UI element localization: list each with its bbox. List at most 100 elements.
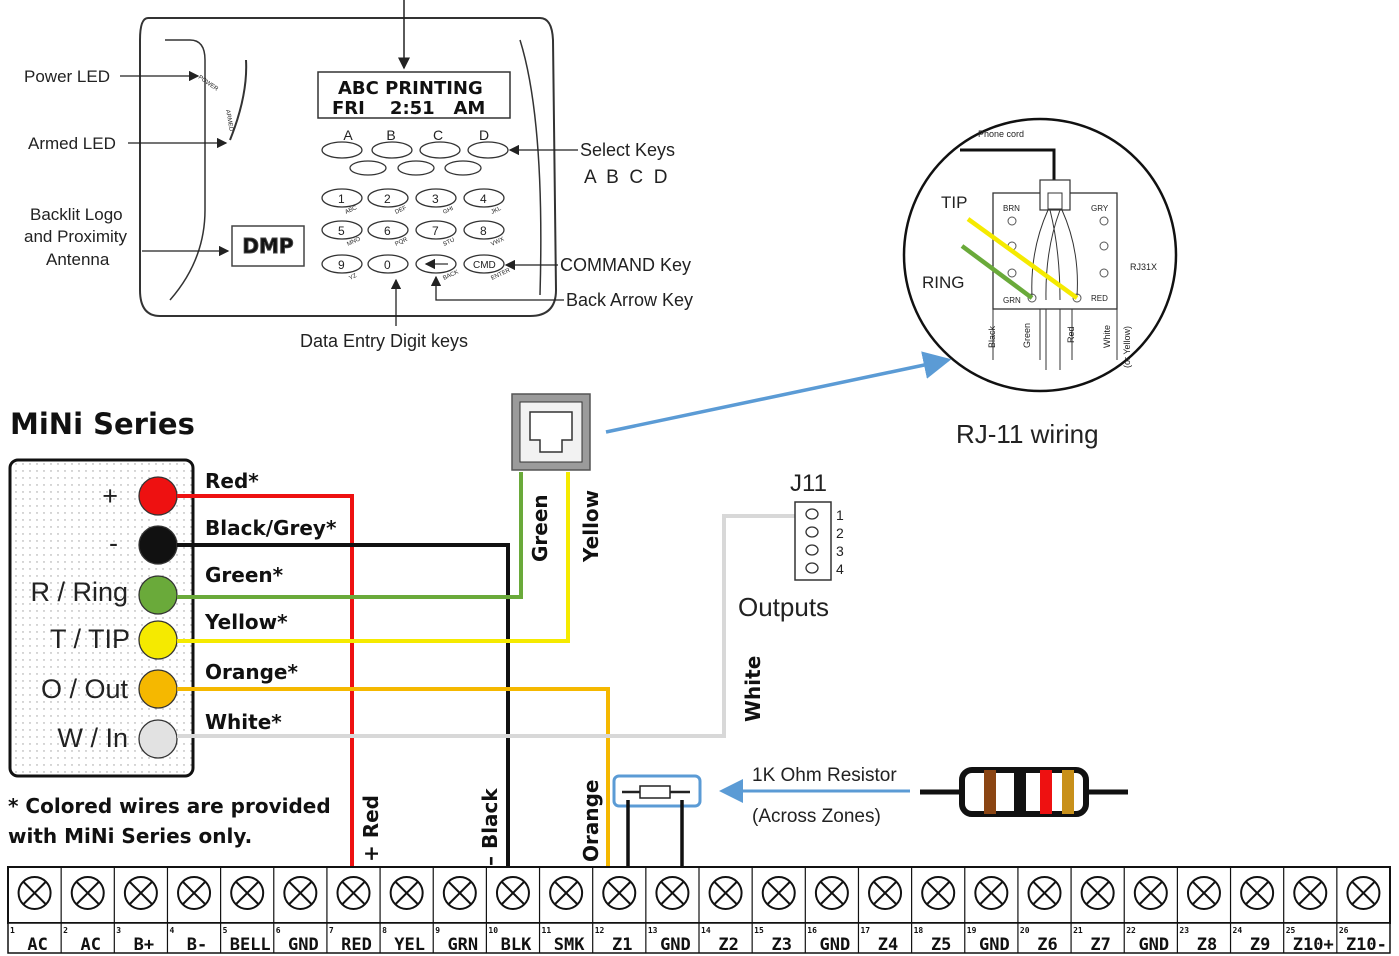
terminal-number: 18 [914,926,924,935]
key-1[interactable] [321,188,363,208]
screw-cross-icon [22,881,47,905]
select-keys-label: Select Keys [580,140,675,160]
select-key-c[interactable] [419,141,461,159]
terminal-number: 24 [1233,926,1243,935]
key-3[interactable] [415,188,457,208]
j11-pin-4: 4 [836,561,844,577]
terminal-label: AC [80,935,100,955]
terminal-number: 7 [329,926,334,935]
j11-header: J11 1 2 3 4 Outputs [738,470,844,622]
dot-yellow [138,620,178,660]
terminal-number: 5 [223,926,228,935]
terminal-label: RED [341,935,372,955]
dmp-logo-text: DMP [242,234,293,258]
key-6[interactable] [367,220,409,240]
select-key-b[interactable] [371,141,413,159]
backlit-logo-label-2: and Proximity [24,227,127,246]
function-key-3[interactable] [444,160,482,176]
dmp-logo [231,225,305,267]
terminal-number: 15 [754,926,764,935]
terminal-number: 20 [1020,926,1030,935]
terminal-in: W / In [57,723,128,753]
label-orange: Orange [579,780,603,862]
key-7-label: 7 [432,224,439,238]
wire-black [177,543,510,880]
wire-red [177,494,354,880]
j11-title: J11 [790,470,827,497]
select-key-d[interactable] [467,141,509,159]
key-2-label: 2 [384,192,391,206]
select-letter-a: A [343,127,353,143]
key-6-sub: PQR [394,237,409,248]
bottom-green: Green [1022,323,1032,348]
terminal-number: 13 [648,926,658,935]
terminal-label: Z6 [1037,935,1057,955]
dot-black [138,525,178,565]
label-white: White [741,656,765,722]
terminal-number: 4 [169,926,174,935]
key-5-sub: MNO [346,236,362,247]
phone-cord-label: Phone cord [978,129,1024,139]
select-keys: A B C D [321,127,509,176]
armed-led-label: Armed LED [28,134,116,153]
key-2[interactable] [367,188,409,208]
key-1-label: 1 [338,192,345,206]
wire-label-red: Red* [205,469,259,493]
terminal-label: B- [187,935,207,955]
terminal-number: 11 [542,926,552,935]
screw-cross-icon [1245,881,1269,905]
screw-cross-icon [235,881,259,905]
key-9[interactable] [321,254,363,274]
display-line-1: ABC PRINTING [338,78,483,99]
power-led-label: Power LED [24,67,110,86]
function-key-1[interactable] [349,160,387,176]
mini-terminals: + - R / Ring T / TIP O / Out W / In [30,476,178,759]
select-key-a[interactable] [321,141,363,159]
label-green: Green [528,494,552,562]
screw-cross-icon [1085,881,1110,905]
key-4-label: 4 [480,192,487,206]
terminal-label: B+ [134,935,154,955]
screw-cross-icon [713,881,738,905]
terminal-number: 14 [701,926,711,935]
terminal-out: O / Out [41,674,129,704]
select-letter-c: C [433,127,443,143]
screw-cross-icon [979,881,1004,905]
outputs-caption: Outputs [738,592,829,622]
key-7[interactable] [415,220,457,240]
terminal-label: GND [820,935,851,955]
command-key-label: COMMAND Key [560,255,691,275]
red-label: RED [1091,294,1108,303]
cmd-key[interactable] [463,254,505,274]
screw-cross-icon [607,881,631,905]
back-arrow-key-label: Back Arrow Key [566,290,693,310]
ring-label: RING [922,273,965,292]
tip-label: TIP [941,193,967,212]
function-key-2[interactable] [397,160,435,176]
ring-wire [960,244,1034,300]
screw-cross-icon [1192,881,1216,905]
terminal-number: 2 [63,926,68,935]
terminal-label: Z3 [771,935,791,955]
bottom-black: Black [987,325,997,348]
key-8[interactable] [463,220,505,240]
terminal-label: Z10+ [1293,935,1334,955]
armed-led-mark: ARMED [224,109,234,132]
key-4[interactable] [463,188,505,208]
key-5[interactable] [321,220,363,240]
backlit-logo-label-1: Backlit Logo [30,205,123,224]
terminal-number: 21 [1073,926,1083,935]
j11-pin-2: 2 [836,525,844,541]
screw-cross-icon [288,881,313,905]
terminal-number: 6 [276,926,281,935]
wire-orange [177,687,610,880]
rj11-caption: RJ-11 wiring [956,419,1099,449]
tip-wire [966,217,1079,300]
key-0[interactable] [367,254,409,274]
key-6-label: 6 [384,224,391,238]
resistor-sublabel: (Across Zones) [752,806,881,827]
select-keys-letters: A B C D [584,167,667,188]
terminal-label: GND [979,935,1010,955]
terminal-label: Z9 [1250,935,1270,955]
